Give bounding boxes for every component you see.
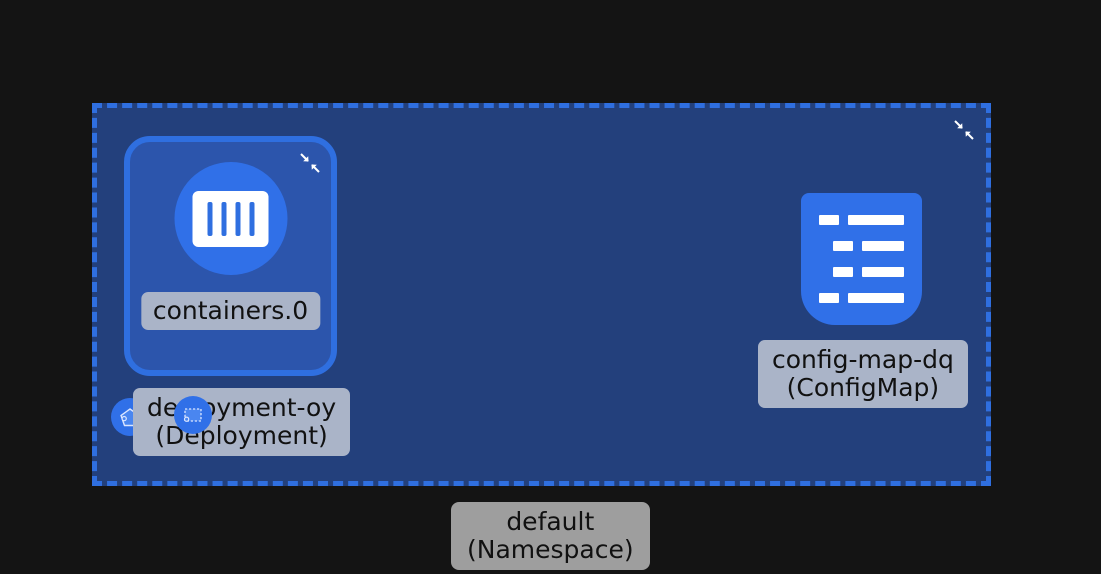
- namespace-group[interactable]: containers.0 deployment-oy (Deployment): [92, 103, 991, 486]
- node-deployment[interactable]: containers.0: [111, 136, 337, 436]
- container-icon: [174, 162, 287, 275]
- collapse-icon[interactable]: [299, 152, 321, 174]
- node-configmap[interactable]: [801, 193, 922, 325]
- node-label-containers: containers.0: [140, 292, 321, 330]
- node-label-deployment: deployment-oy (Deployment): [133, 388, 351, 456]
- node-label-configmap: config-map-dq (ConfigMap): [758, 340, 968, 408]
- namespace-label: default (Namespace): [451, 502, 650, 570]
- dashed-rectangle-icon[interactable]: [174, 396, 212, 434]
- configmap-icon: [801, 193, 922, 325]
- collapse-icon[interactable]: [953, 119, 975, 141]
